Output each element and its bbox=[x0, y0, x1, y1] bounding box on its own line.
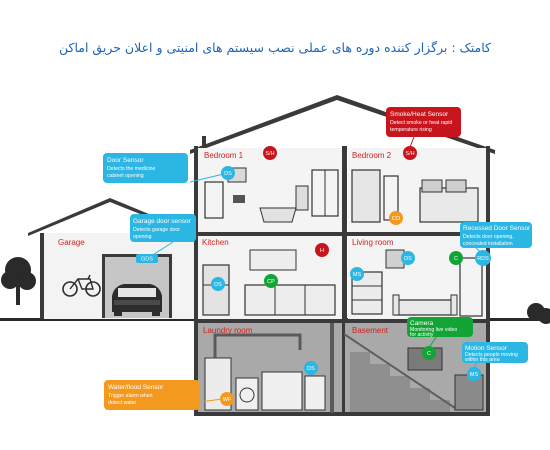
callout-camera: Camera Monitoring live video for activit… bbox=[407, 317, 473, 338]
badge-ds-kit-label: DS bbox=[214, 282, 222, 288]
sensor-badge-sh-bedroom2[interactable]: S/H bbox=[403, 146, 417, 160]
badge-co-label: CO bbox=[392, 216, 401, 222]
callout-garage-desc1: Detects garage door bbox=[133, 227, 180, 233]
room-label-laundry: Laundry room bbox=[203, 326, 253, 335]
bedroom1-furniture bbox=[204, 167, 339, 223]
room-label-garage: Garage bbox=[58, 238, 85, 247]
callout-garage-title: Garage door sensor bbox=[133, 218, 192, 225]
callout-camera-desc1: Monitoring live video bbox=[410, 327, 457, 333]
callout-motion-sensor: Motion Sensor Detects people moving with… bbox=[462, 342, 528, 363]
house bbox=[190, 95, 495, 416]
sensor-badge-gds[interactable]: GDS bbox=[136, 254, 158, 263]
callout-water-desc2: detect water bbox=[108, 400, 137, 406]
callout-smoke-desc1: Detect smoke or heat rapid bbox=[390, 120, 452, 126]
callout-water-title: Water/flood Sensor bbox=[108, 384, 164, 391]
living-furniture bbox=[351, 249, 483, 317]
bedroom2-furniture bbox=[351, 169, 479, 223]
callout-camera-title: Camera bbox=[410, 320, 434, 327]
room-label-basement: Basement bbox=[352, 326, 389, 335]
badge-wf-label: WF bbox=[223, 397, 232, 403]
room-label-living: Living room bbox=[352, 238, 394, 247]
badge-ds-liv-label: DS bbox=[404, 256, 412, 262]
callout-smoke-desc2: temperature rising bbox=[390, 127, 432, 133]
callout-door-title: Door Sensor bbox=[107, 157, 144, 164]
sensor-badge-ds-kitchen[interactable]: DS bbox=[211, 277, 225, 291]
badge-ms-base-label: MS bbox=[470, 372, 479, 378]
banner-title: کامتک : برگزار کننده دوره های عملی نصب س… bbox=[59, 40, 491, 55]
callout-door-desc1: Detects the medicine bbox=[107, 166, 156, 172]
sensor-badge-co[interactable]: CO bbox=[389, 211, 403, 225]
room-label-bedroom2: Bedroom 2 bbox=[352, 151, 392, 160]
badge-gds-label: GDS bbox=[141, 257, 153, 263]
badge-rds-label: RDS bbox=[477, 256, 489, 262]
laundry-furniture bbox=[204, 333, 326, 411]
callout-recessed-desc2: concealed installation bbox=[463, 241, 513, 247]
badge-cp-label: CP bbox=[267, 279, 275, 285]
badge-sh2-label: S/H bbox=[405, 151, 414, 157]
sensor-badge-ds-laundry[interactable]: DS bbox=[304, 361, 318, 375]
sensor-badge-ms-basement[interactable]: MS bbox=[467, 367, 481, 381]
sensor-badge-ms-living[interactable]: MS bbox=[350, 267, 364, 281]
sensor-badge-ds-bedroom[interactable]: DS bbox=[221, 166, 235, 180]
callout-garage-door-sensor: Garage door sensor Detects garage door o… bbox=[130, 214, 196, 242]
callout-smoke-sensor: Smoke/Heat Sensor Detect smoke or heat r… bbox=[386, 107, 461, 137]
callout-camera-desc2: for activity bbox=[410, 332, 434, 338]
callout-door-sensor: Door Sensor Detects the medicine cabinet… bbox=[103, 153, 188, 183]
callout-recessed-desc1: Detects door opening, bbox=[463, 234, 514, 240]
badge-sh1-label: S/H bbox=[265, 151, 274, 157]
callout-motion-desc2: within this area bbox=[465, 357, 500, 363]
callout-recessed-door-sensor: Recessed Door Sensor Detects door openin… bbox=[460, 222, 532, 248]
badge-c-liv-label: C bbox=[454, 256, 458, 262]
room-label-kitchen: Kitchen bbox=[202, 238, 229, 247]
house-diagram: Bedroom 1 Bedroom 2 Kitchen Living room … bbox=[0, 95, 550, 416]
callout-motion-title: Motion Sensor bbox=[465, 345, 508, 352]
sensor-badge-rds[interactable]: RDS bbox=[475, 250, 491, 266]
sensor-badge-h[interactable]: H bbox=[315, 243, 329, 257]
sensor-badge-cp[interactable]: CP bbox=[264, 274, 278, 288]
callout-water-desc1: Trigger alarm when bbox=[108, 393, 153, 399]
sensor-badge-sh-bedroom1[interactable]: S/H bbox=[263, 146, 277, 160]
sensor-badge-ds-living[interactable]: DS bbox=[401, 251, 415, 265]
sensor-badge-c-living[interactable]: C bbox=[449, 251, 463, 265]
badge-h-label: H bbox=[320, 248, 324, 254]
callout-water-sensor: Water/flood Sensor Trigger alarm when de… bbox=[104, 380, 200, 410]
badge-ds-laundry-label: DS bbox=[307, 366, 315, 372]
badge-c-base-label: C bbox=[427, 351, 431, 357]
badge-ms-liv-label: MS bbox=[353, 272, 362, 278]
callout-recessed-title: Recessed Door Sensor bbox=[463, 225, 531, 232]
callout-motion-desc1: Detects people moving bbox=[465, 352, 518, 358]
room-label-bedroom1: Bedroom 1 bbox=[204, 151, 244, 160]
callout-garage-desc2: opening bbox=[133, 234, 152, 240]
sensor-badge-c-basement[interactable]: C bbox=[422, 346, 436, 360]
sensor-badge-wf[interactable]: WF bbox=[220, 392, 234, 406]
callout-smoke-title: Smoke/Heat Sensor bbox=[390, 111, 449, 118]
callout-door-desc2: cabinet opening bbox=[107, 173, 144, 179]
badge-ds-bed-label: DS bbox=[224, 171, 232, 177]
